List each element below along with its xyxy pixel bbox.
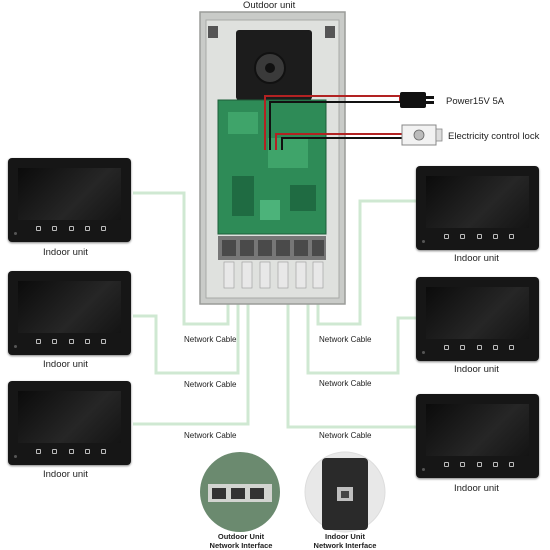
cable-left-3 <box>133 290 250 426</box>
indoor-unit-label: Indoor unit <box>454 253 499 264</box>
indoor-unit-right-2 <box>416 277 539 361</box>
indoor-unit-label: Indoor unit <box>43 247 88 258</box>
monitor-screen <box>426 404 529 456</box>
monitor-screen <box>18 391 121 443</box>
network-cable-label: Network Cable <box>184 380 237 389</box>
monitor-buttons <box>36 449 106 457</box>
power-label: Power15V 5A <box>446 96 505 107</box>
network-cable-label: Network Cable <box>184 431 237 440</box>
indoor-unit-left-2 <box>8 271 131 355</box>
mic-dot <box>14 455 17 458</box>
network-cables <box>133 191 417 429</box>
indoor-unit-left-3 <box>8 381 131 465</box>
network-cable-label: Network Cable <box>319 379 372 388</box>
monitor-screen <box>426 287 529 339</box>
outdoor-interface-circle <box>200 452 280 532</box>
monitor-screen <box>18 168 121 220</box>
monitor-buttons <box>444 462 514 470</box>
mic-dot <box>422 240 425 243</box>
cable-right-3 <box>286 290 417 429</box>
indoor-interface-label: Indoor Unit Network Interface <box>313 532 377 550</box>
monitor-buttons <box>444 345 514 353</box>
power-adapter <box>400 92 434 108</box>
mic-dot <box>14 345 17 348</box>
monitor-screen <box>426 176 529 228</box>
monitor-buttons <box>36 339 106 347</box>
outdoor-unit <box>199 11 346 305</box>
network-cable-label: Network Cable <box>184 335 237 344</box>
cable-left-2 <box>133 290 240 375</box>
cable-left-1 <box>133 191 230 326</box>
mic-dot <box>422 351 425 354</box>
network-cable-label: Network Cable <box>319 335 372 344</box>
network-cable-label: Network Cable <box>319 431 372 440</box>
plugged-connectors <box>223 261 324 289</box>
monitor-buttons <box>444 234 514 242</box>
indoor-unit-right-3 <box>416 394 539 478</box>
cable-right-2 <box>306 290 417 375</box>
mic-dot <box>14 232 17 235</box>
outdoor-unit-label: Outdoor unit <box>243 0 296 11</box>
outdoor-interface-label: Outdoor Unit Network Interface <box>209 532 273 550</box>
rj45-ports <box>218 236 326 260</box>
indoor-unit-label: Indoor unit <box>454 364 499 375</box>
indoor-unit-label: Indoor unit <box>43 469 88 480</box>
indoor-unit-label: Indoor unit <box>454 483 499 494</box>
indoor-unit-label: Indoor unit <box>43 359 88 370</box>
monitor-buttons <box>36 226 106 234</box>
lock-label: Electricity control lock <box>448 131 540 142</box>
indoor-unit-right-1 <box>416 166 539 250</box>
cable-right-1 <box>316 199 417 326</box>
monitor-screen <box>18 281 121 333</box>
indoor-unit-left-1 <box>8 158 131 242</box>
mic-dot <box>422 468 425 471</box>
electric-lock <box>401 124 443 146</box>
indoor-interface-circle <box>304 451 386 533</box>
